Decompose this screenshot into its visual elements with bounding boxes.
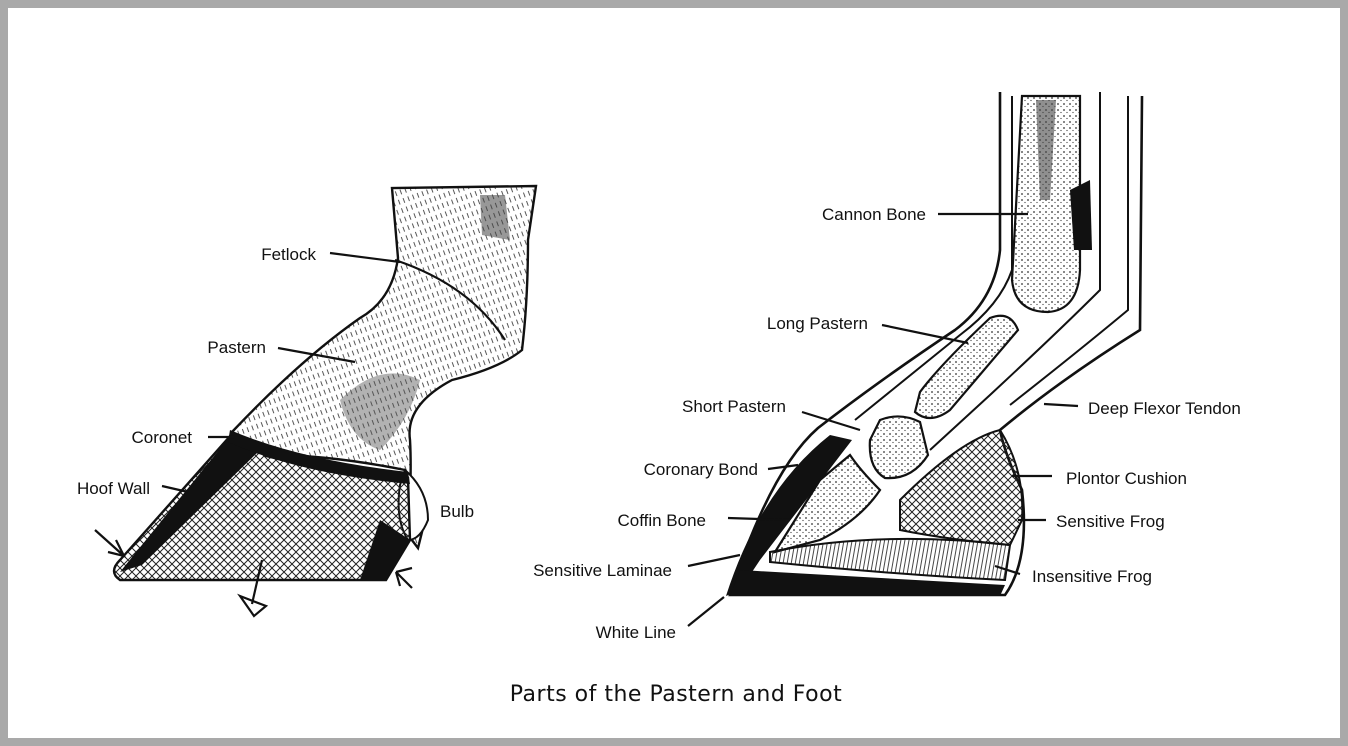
bulb-label: Bulb [440, 502, 474, 521]
sensitive-laminae-leader [688, 555, 740, 566]
sensitive-laminae-label: Sensitive Laminae [533, 561, 672, 580]
short-pastern-label: Short Pastern [682, 397, 786, 416]
tendon-line-1 [855, 96, 1012, 420]
deep-flexor-tendon-leader [1044, 404, 1078, 406]
plontor-cushion-label: Plontor Cushion [1066, 469, 1187, 488]
fetlock-leader [330, 253, 400, 262]
coffin-bone-label: Coffin Bone [617, 511, 706, 530]
pastern-label: Pastern [207, 338, 266, 357]
insensitive-frog-label: Insensitive Frog [1032, 567, 1152, 586]
heel-arrow-icon [396, 568, 412, 588]
fetlock-label: Fetlock [261, 245, 316, 264]
coronet-label: Coronet [132, 428, 193, 447]
hoof-wall-label: Hoof Wall [77, 479, 150, 498]
white-line-label: White Line [596, 623, 676, 642]
coronary-bond-leader [768, 465, 798, 469]
coronary-bond-label: Coronary Bond [644, 460, 758, 479]
deep-flexor-tendon-label: Deep Flexor Tendon [1088, 399, 1241, 418]
cannon-bone-label: Cannon Bone [822, 205, 926, 224]
long-pastern-label: Long Pastern [767, 314, 868, 333]
fetlock-shading [480, 195, 510, 240]
tendon-dark-patch [1070, 180, 1092, 250]
toe-arrow-icon [95, 530, 124, 556]
short-pastern-leader [802, 412, 860, 430]
white-line-leader [688, 597, 724, 626]
short-pastern-shape [870, 416, 928, 478]
sensitive-frog-label: Sensitive Frog [1056, 512, 1165, 531]
figure-caption: Parts of the Pastern and Foot [510, 682, 842, 707]
long-pastern-leader [882, 325, 968, 343]
